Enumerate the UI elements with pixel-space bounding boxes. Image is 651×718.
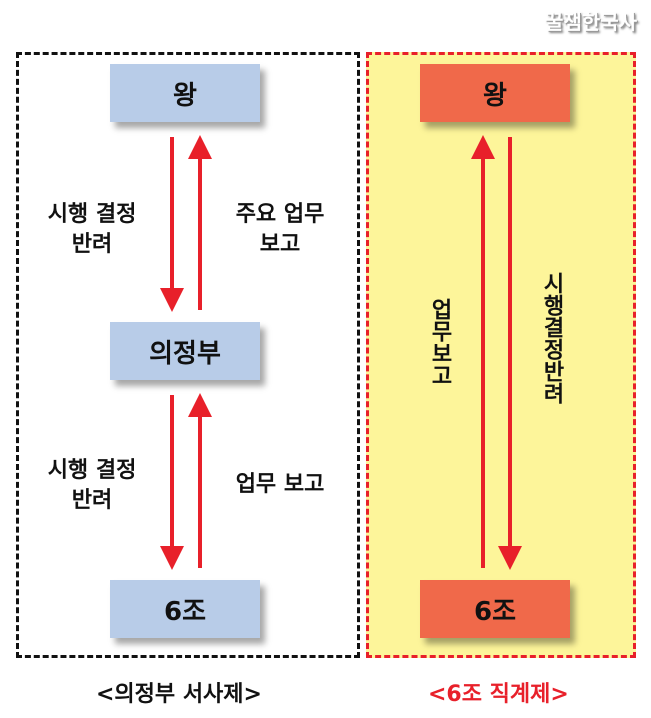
lower-down-label: 시행 결정 반려	[36, 456, 148, 516]
label-line: 보고	[259, 232, 301, 257]
left-6jo-box: 6조	[110, 580, 260, 638]
lower-up-label: 업무 보고	[235, 472, 325, 497]
panel-uijeongbu-seosaje	[16, 52, 360, 658]
right-king-box: 왕	[420, 64, 570, 122]
label-line: 반려	[71, 488, 113, 513]
label-line: 시행 결정	[47, 458, 137, 483]
label-line: 주요 업무	[235, 202, 325, 227]
label-line: 시행 결정	[47, 202, 137, 227]
upper-up-label: 주요 업무 보고	[224, 200, 336, 260]
right-caption: <6조 직계제>	[428, 682, 569, 707]
watermark: 꿀잼한국사	[545, 10, 637, 34]
right-up-label: 업무보고	[427, 298, 452, 386]
left-caption: <의정부 서사제>	[96, 682, 262, 707]
right-6jo-box: 6조	[420, 580, 570, 638]
right-down-label: 시행결정반려	[539, 272, 564, 404]
label-line: 반려	[71, 232, 113, 257]
upper-down-label: 시행 결정 반려	[36, 200, 148, 260]
left-king-box: 왕	[110, 64, 260, 122]
left-uijeongbu-box: 의정부	[110, 322, 260, 380]
